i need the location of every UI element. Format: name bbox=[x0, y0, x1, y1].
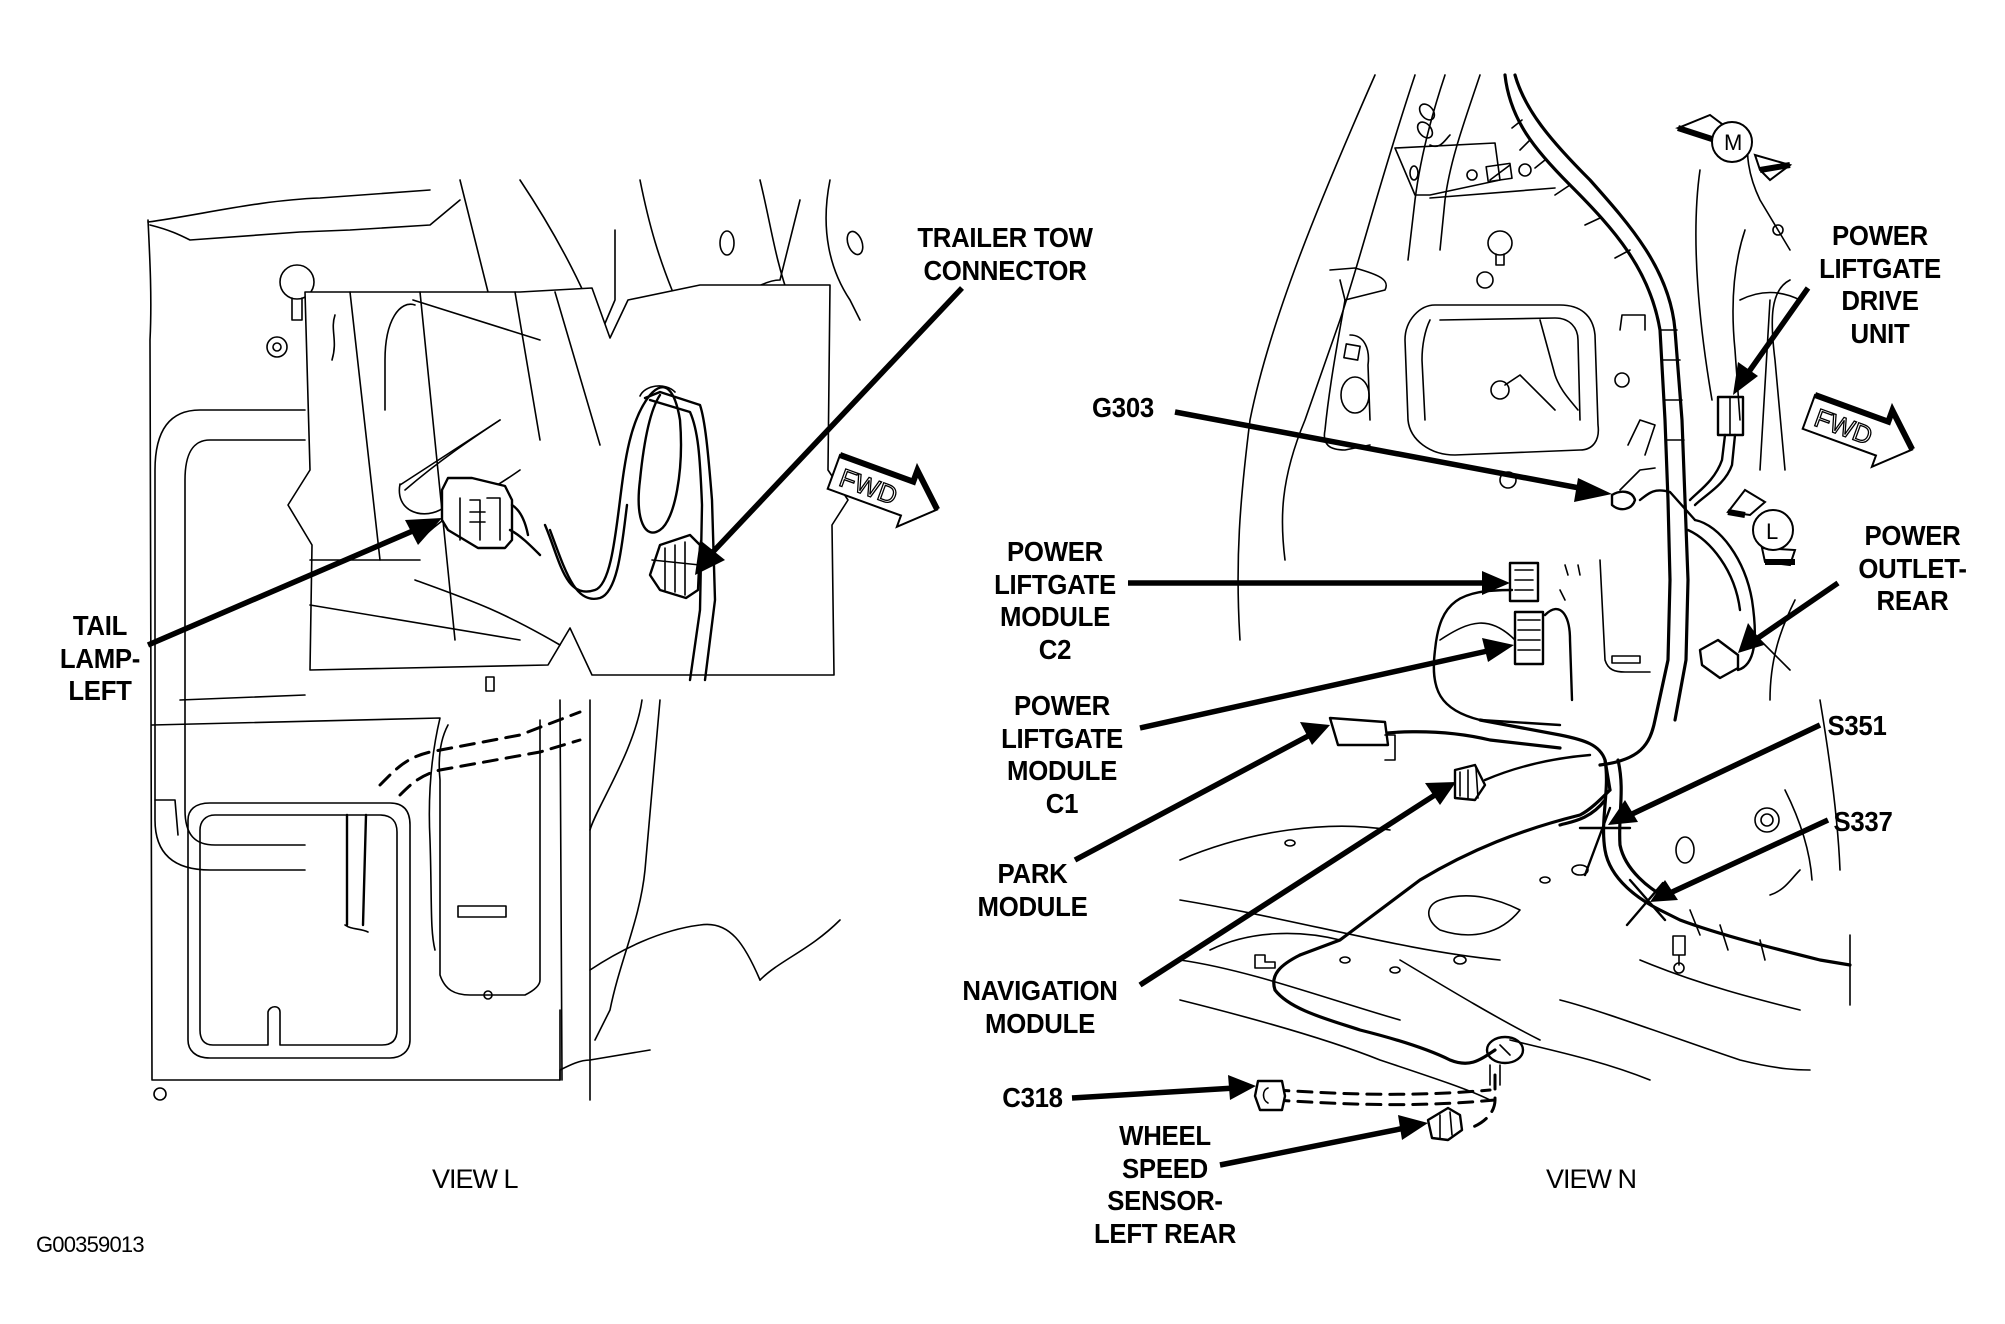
leader-power-liftgate-module-c2 bbox=[1128, 571, 1510, 595]
leader-navigation-module bbox=[1138, 782, 1456, 988]
rotation-marker-l-text: L bbox=[1766, 519, 1778, 544]
label-power-outlet-rear: POWER OUTLET- REAR bbox=[1858, 520, 1967, 616]
leader-g303 bbox=[1174, 409, 1612, 502]
leader-wheel-speed-sensor bbox=[1219, 1115, 1428, 1168]
leader-tail-lamp-left bbox=[146, 518, 442, 648]
label-park-module: PARK MODULE bbox=[977, 858, 1088, 922]
leader-c318 bbox=[1071, 1075, 1256, 1101]
leader-power-liftgate-drive-unit bbox=[1733, 286, 1811, 395]
rotation-marker-l: L bbox=[1726, 488, 1797, 567]
label-tail-lamp-left: TAIL LAMP- LEFT bbox=[59, 610, 141, 706]
leader-arrows bbox=[146, 286, 1840, 1168]
label-trailer-tow-connector: TRAILER TOW CONNECTOR bbox=[917, 222, 1093, 286]
label-g303: G303 bbox=[1092, 392, 1154, 423]
label-s351: S351 bbox=[1827, 710, 1887, 741]
label-navigation-module: NAVIGATION MODULE bbox=[962, 975, 1118, 1039]
leader-trailer-tow-connector bbox=[695, 286, 964, 575]
rotation-marker-m: M bbox=[1675, 113, 1793, 182]
view-n-illustration bbox=[1179, 73, 1852, 1142]
fwd-direction-arrow-view-n: FWD bbox=[1801, 392, 1915, 469]
label-s337: S337 bbox=[1833, 806, 1893, 837]
figure-id: G00359013 bbox=[36, 1232, 145, 1257]
view-n-caption: VIEW N bbox=[1546, 1164, 1637, 1194]
leader-power-liftgate-module-c1 bbox=[1139, 638, 1514, 731]
label-power-liftgate-module-c1: POWER LIFTGATE MODULE C1 bbox=[1001, 690, 1123, 819]
view-l-caption: VIEW L bbox=[432, 1164, 519, 1194]
label-wheel-speed-sensor-left-rear: WHEEL SPEED SENSOR- LEFT REAR bbox=[1093, 1120, 1237, 1249]
leader-s337 bbox=[1650, 817, 1830, 902]
label-c318: C318 bbox=[1002, 1082, 1063, 1113]
leader-s351 bbox=[1608, 722, 1822, 825]
rotation-marker-m-text: M bbox=[1724, 130, 1742, 155]
view-l-illustration bbox=[147, 179, 864, 1101]
fwd-direction-arrow-view-l: FWD bbox=[826, 452, 940, 529]
leader-park-module bbox=[1073, 722, 1330, 863]
label-power-liftgate-module-c2: POWER LIFTGATE MODULE C2 bbox=[994, 536, 1116, 665]
leader-power-outlet-rear bbox=[1738, 580, 1840, 653]
label-power-liftgate-drive-unit: POWER LIFTGATE DRIVE UNIT bbox=[1819, 220, 1941, 349]
